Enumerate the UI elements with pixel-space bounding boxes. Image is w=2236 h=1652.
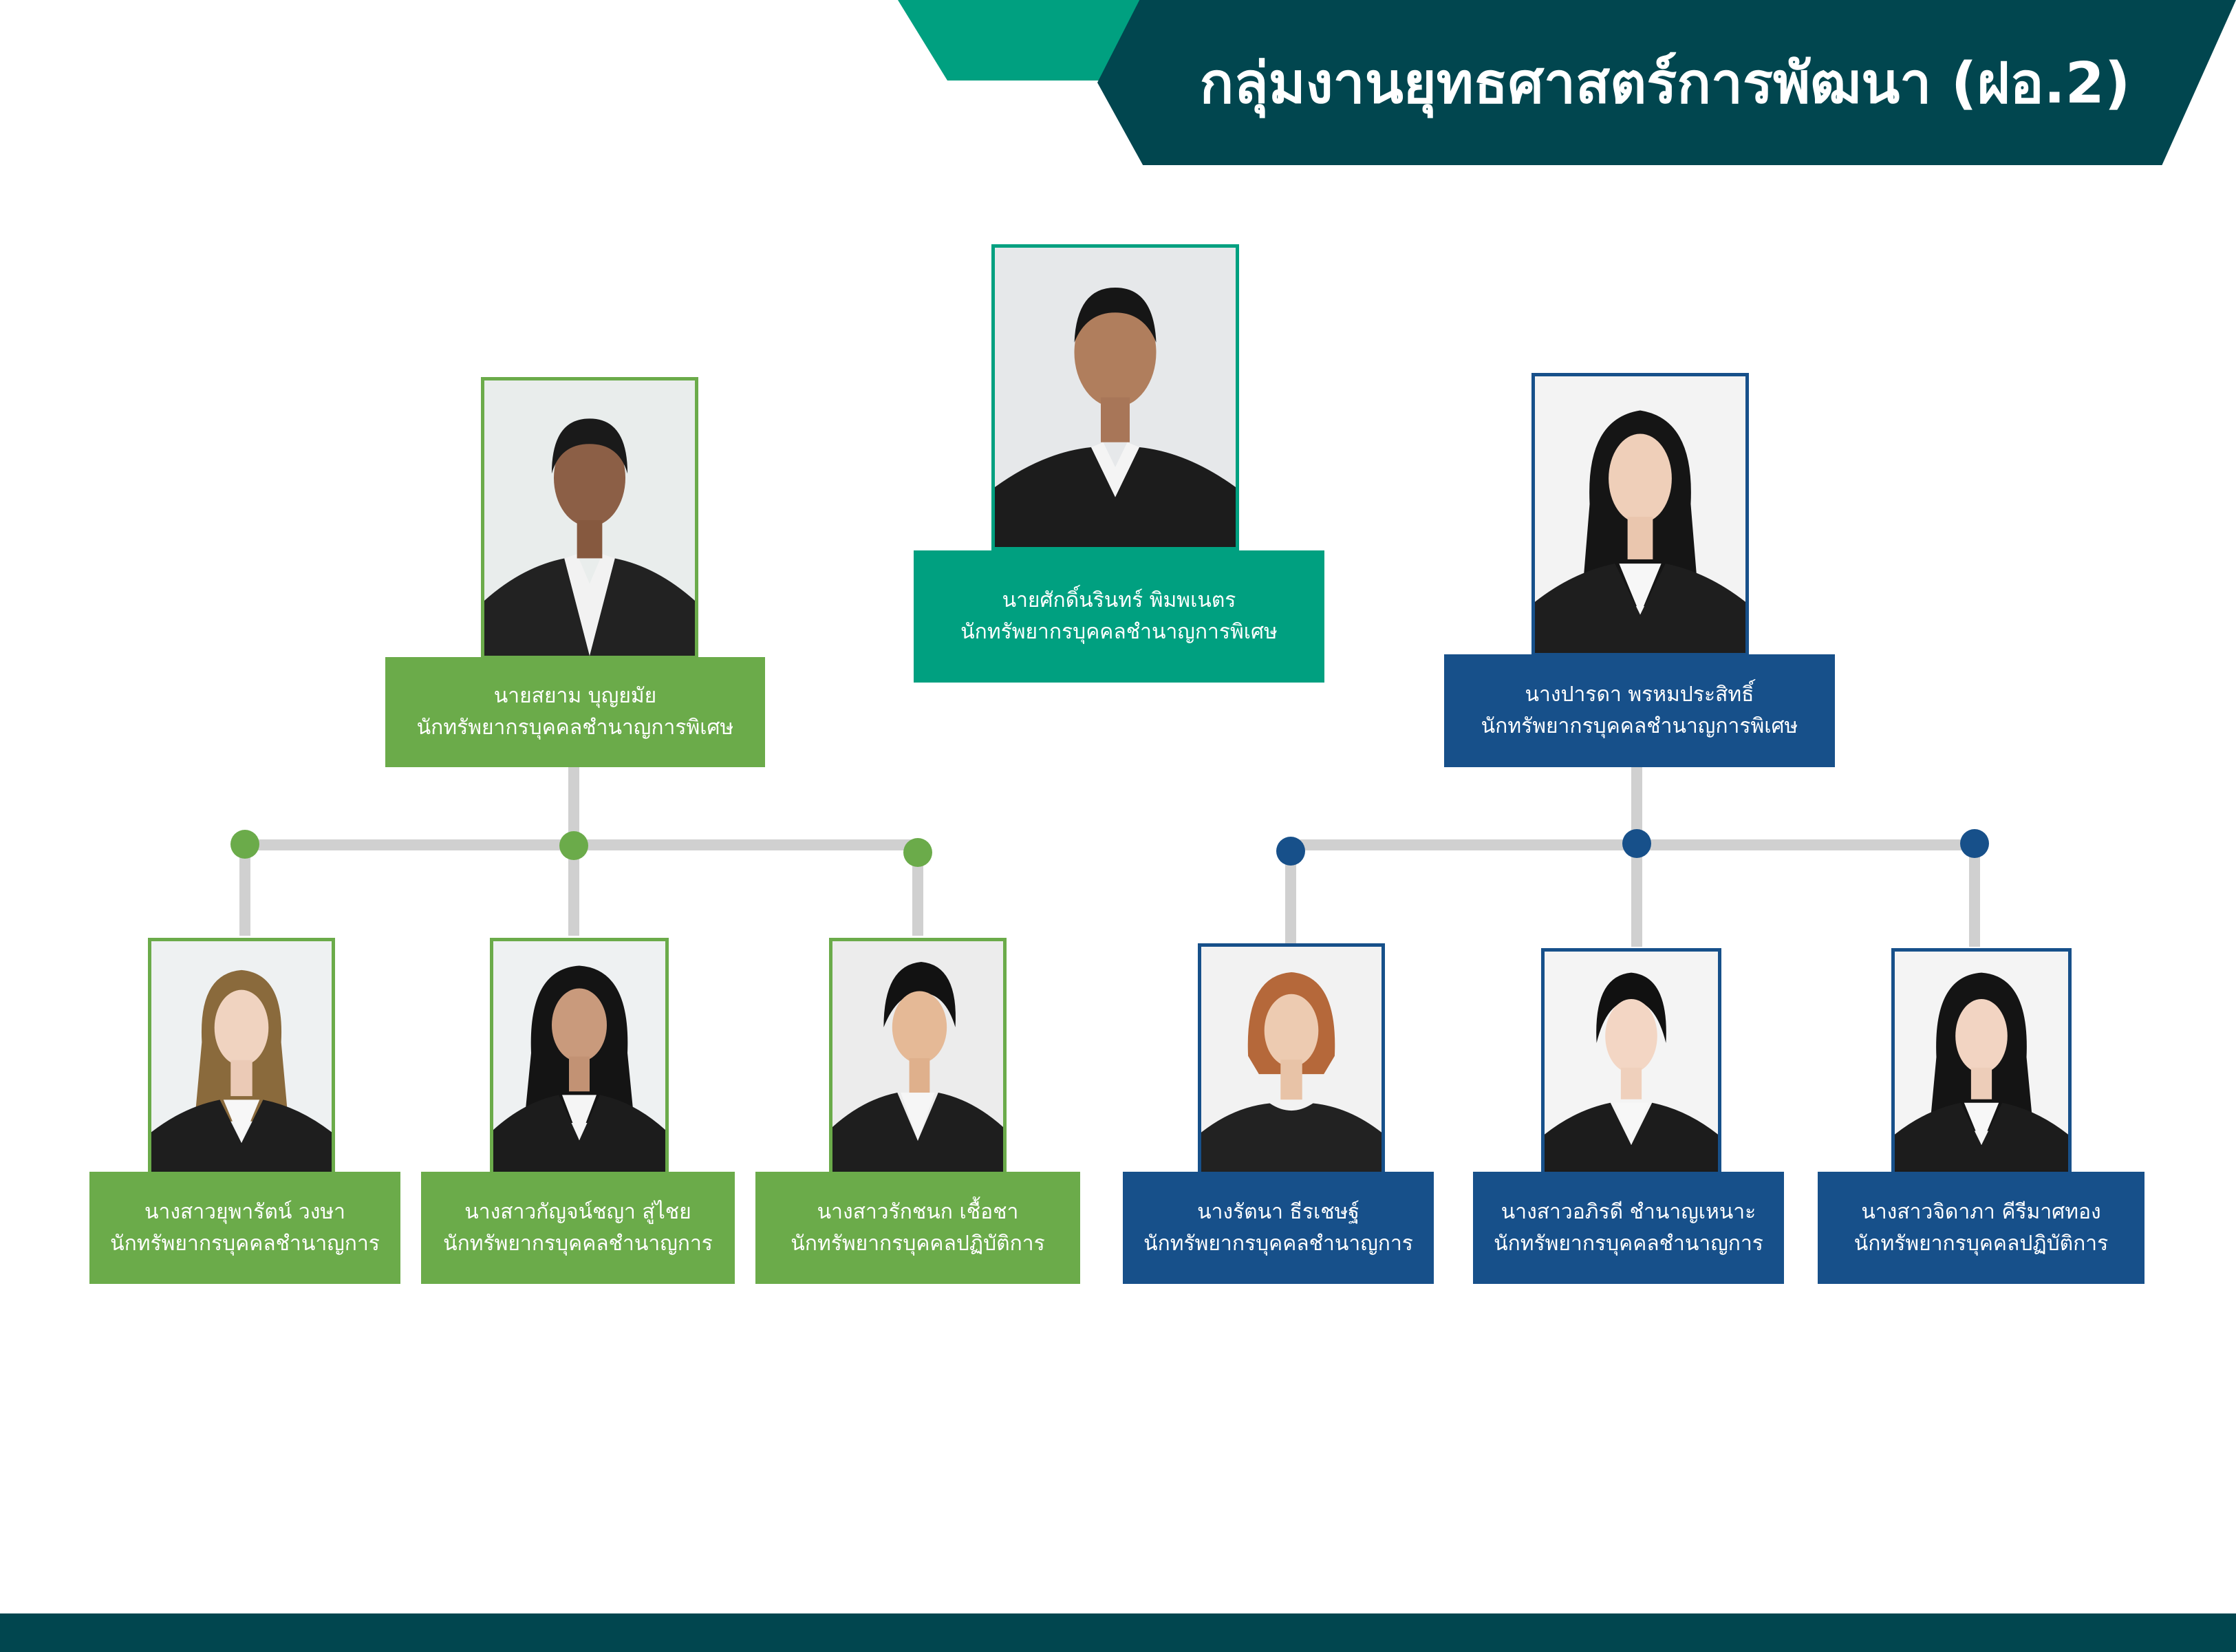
- head-position: นักทรัพยากรบุคคลชำนาญการพิเศษ: [960, 620, 1278, 644]
- left-member-name: นางสาวรักชนก เชื้อชา: [817, 1199, 1019, 1224]
- person-portrait-icon: [484, 380, 695, 656]
- left-member-card: นางสาวยุพารัตน์ วงษา นักทรัพยากรบุคคลชำน…: [89, 1172, 400, 1284]
- left-leader-name: นายสยาม บุญยมัย: [493, 684, 657, 708]
- left-member-card: นางสาวกัญจน์ชญา สู่ไชย นักทรัพยากรบุคคลช…: [421, 1172, 735, 1284]
- connector-node: [230, 830, 259, 859]
- connector-line: [1969, 845, 1980, 947]
- left-member-position: นักทรัพยากรบุคคลชำนาญการ: [443, 1231, 713, 1256]
- right-member-position: นักทรัพยากรบุคคลชำนาญการ: [1494, 1231, 1763, 1256]
- right-member-name: นางสาวจิดาภา คีรีมาศทอง: [1861, 1199, 2101, 1224]
- left-leader-card: นายสยาม บุญยมัย นักทรัพยากรบุคคลชำนาญการ…: [385, 657, 765, 767]
- person-portrait-icon: [1201, 947, 1382, 1172]
- connector-line: [1631, 764, 1642, 845]
- right-leader-photo: [1531, 373, 1749, 656]
- header-banner: [1097, 0, 2236, 165]
- connector-node: [1622, 829, 1651, 858]
- left-member-card: นางสาวรักชนก เชื้อชา นักทรัพยากรบุคคลปฏิ…: [755, 1172, 1080, 1284]
- right-leader-position: นักทรัพยากรบุคคลชำนาญการพิเศษ: [1481, 714, 1798, 738]
- connector-node: [1276, 837, 1305, 866]
- right-member-photo: [1891, 948, 2072, 1177]
- connector-line: [568, 764, 579, 845]
- connector-node: [1960, 829, 1989, 858]
- person-portrait-icon: [151, 941, 332, 1172]
- left-member-position: นักทรัพยากรบุคคลปฏิบัติการ: [791, 1231, 1045, 1256]
- connector-line: [1285, 845, 1296, 947]
- left-member-name: นางสาวยุพารัตน์ วงษา: [144, 1199, 345, 1224]
- head-photo: [991, 244, 1239, 550]
- person-portrait-icon: [1545, 952, 1718, 1173]
- connector-node: [903, 838, 932, 867]
- left-leader-photo: [481, 377, 698, 659]
- person-portrait-icon: [1535, 376, 1745, 653]
- person-portrait-icon: [493, 941, 665, 1172]
- right-member-card: นางสาวอภิรดี ชำนาญเหนาะ นักทรัพยากรบุคคล…: [1473, 1172, 1784, 1284]
- left-member-photo: [490, 938, 669, 1175]
- connector-node: [559, 831, 588, 860]
- right-leader-name: นางปารดา พรหมประสิทธิ์: [1525, 683, 1754, 707]
- left-member-photo: [829, 938, 1007, 1175]
- right-member-position: นักทรัพยากรบุคคลปฏิบัติการ: [1853, 1231, 2109, 1256]
- connector-line: [912, 845, 923, 936]
- right-member-photo: [1198, 943, 1385, 1176]
- left-member-name: นางสาวกัญจน์ชญา สู่ไชย: [464, 1199, 691, 1224]
- connector-line: [239, 845, 250, 936]
- left-leader-position: นักทรัพยากรบุคคลชำนาญการพิเศษ: [416, 716, 734, 740]
- right-member-card: นางสาวจิดาภา คีรีมาศทอง นักทรัพยากรบุคคล…: [1818, 1172, 2144, 1284]
- head-card: นายศักดิ์นรินทร์ พิมพเนตร นักทรัพยากรบุค…: [914, 550, 1324, 683]
- connector-line: [1631, 845, 1642, 947]
- person-portrait-icon: [1895, 952, 2068, 1173]
- right-member-card: นางรัตนา ธีรเชษฐ์ นักทรัพยากรบุคคลชำนาญก…: [1123, 1172, 1434, 1284]
- right-member-name: นางสาวอภิรดี ชำนาญเหนาะ: [1501, 1199, 1756, 1224]
- right-leader-card: นางปารดา พรหมประสิทธิ์ นักทรัพยากรบุคคลช…: [1444, 654, 1835, 767]
- left-member-photo: [148, 938, 335, 1175]
- footer-bar: [0, 1613, 2236, 1652]
- head-name: นายศักดิ์นรินทร์ พิมพเนตร: [1002, 588, 1236, 612]
- right-member-name: นางรัตนา ธีรเชษฐ์: [1197, 1199, 1359, 1224]
- right-member-position: นักทรัพยากรบุคคลชำนาญการ: [1143, 1231, 1413, 1256]
- right-member-photo: [1541, 948, 1721, 1177]
- connector-line: [568, 845, 579, 936]
- person-portrait-icon: [832, 941, 1003, 1172]
- left-member-position: นักทรัพยากรบุคคลชำนาญการ: [110, 1231, 380, 1256]
- page-title: กลุ่มงานยุทธศาสตร์การพัฒนา (ฝอ.2): [1199, 51, 2131, 116]
- person-portrait-icon: [995, 248, 1236, 547]
